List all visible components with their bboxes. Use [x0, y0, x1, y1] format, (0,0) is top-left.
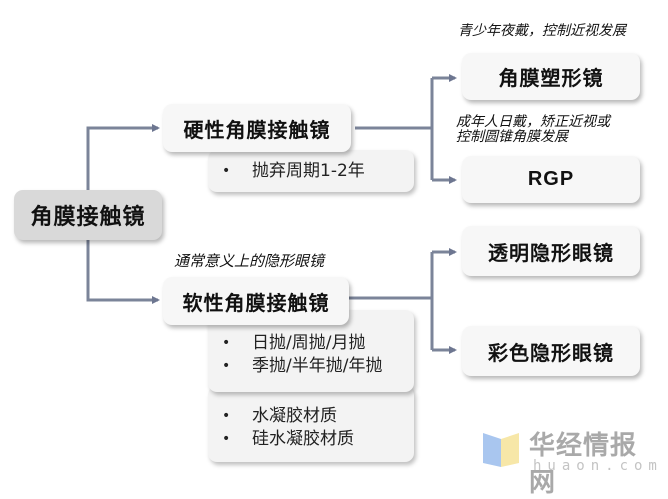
- hard-lens-details: •抛弃周期1-2年: [208, 150, 414, 192]
- rgp-node: RGP: [462, 156, 640, 203]
- soft-lens-node: 软性角膜接触镜: [163, 277, 349, 325]
- soft-lens-note: 通常意义上的隐形眼镜: [174, 252, 325, 270]
- bullet-icon: •: [222, 162, 231, 179]
- root-label: 角膜接触镜: [30, 204, 146, 230]
- detail-item: •硅水凝胶材质: [222, 429, 354, 449]
- watermark-logo-icon: [483, 433, 519, 467]
- rgp-label: RGP: [527, 168, 575, 190]
- connector-root-hard: [86, 124, 160, 200]
- soft-lens-cycle-details: •日抛/周抛/月抛 •季抛/半年抛/年抛: [208, 310, 414, 392]
- connector-soft-children: [348, 252, 434, 350]
- bullet-icon: •: [222, 431, 231, 447]
- detail-item: •抛弃周期1-2年: [222, 160, 365, 181]
- watermark-url: huaon.com: [533, 458, 663, 474]
- rgp-note: 成年人日戴，矫正近视或 控制圆锥角膜发展: [456, 114, 610, 145]
- bullet-icon: •: [222, 358, 231, 374]
- root-node: 角膜接触镜: [14, 190, 162, 240]
- detail-item: •日抛/周抛/月抛: [222, 333, 366, 353]
- clear-lens-label: 透明隐形眼镜: [488, 240, 614, 265]
- color-lens-label: 彩色隐形眼镜: [488, 340, 614, 365]
- ortho-k-node: 角膜塑形镜: [462, 53, 640, 100]
- hard-lens-label: 硬性角膜接触镜: [183, 117, 331, 142]
- detail-item: •季抛/半年抛/年抛: [222, 356, 383, 376]
- detail-item: •水凝胶材质: [222, 406, 337, 426]
- clear-lens-node: 透明隐形眼镜: [462, 226, 640, 276]
- connector-root-soft: [86, 236, 160, 304]
- bullet-icon: •: [222, 408, 231, 424]
- color-lens-node: 彩色隐形眼镜: [462, 326, 640, 376]
- ortho-k-note: 青少年夜戴，控制近视发展: [458, 23, 626, 39]
- connector-hard-children: [355, 76, 455, 182]
- bullet-icon: •: [222, 335, 231, 351]
- hard-lens-node: 硬性角膜接触镜: [163, 104, 351, 152]
- soft-lens-label: 软性角膜接触镜: [182, 290, 330, 315]
- ortho-k-label: 角膜塑形镜: [498, 66, 604, 90]
- soft-lens-material-details: •水凝胶材质 •硅水凝胶材质: [208, 386, 414, 462]
- watermark: 华经情报网 huaon.com: [481, 425, 663, 498]
